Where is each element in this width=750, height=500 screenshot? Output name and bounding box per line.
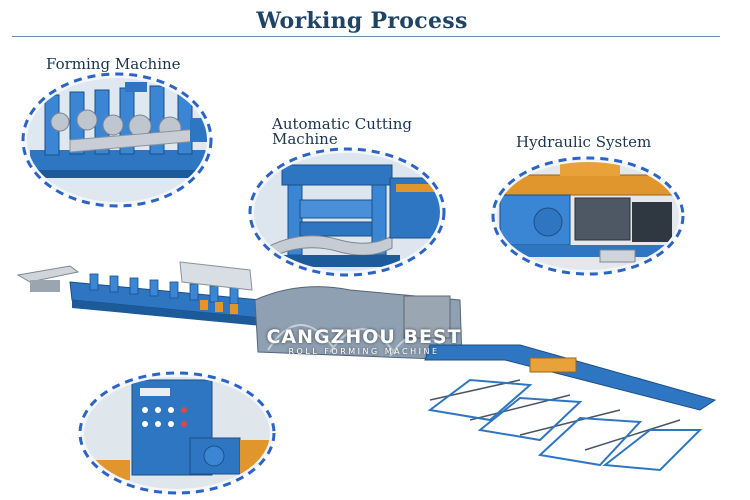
- forming-machine-label: Forming Machine: [46, 55, 181, 73]
- production-line-illustration: [16, 261, 717, 472]
- watermark-tagline: ROLL FORMING MACHINE: [288, 347, 440, 356]
- cutting-machine-label: Automatic Cutting Machine: [272, 115, 412, 148]
- page-title: Working Process: [256, 8, 468, 34]
- hydraulic-system-label: Hydraulic System: [516, 133, 652, 151]
- title-divider: [12, 36, 720, 37]
- cutting-machine-photo: [248, 147, 446, 277]
- control-panel-photo: [78, 371, 276, 495]
- watermark-brand: CANGZHOU BEST: [266, 326, 462, 348]
- hydraulic-system-photo: [491, 156, 685, 276]
- forming-machine-photo: [21, 72, 213, 208]
- brand-watermark: CANGZHOU BEST ROLL FORMING MACHINE: [264, 327, 464, 357]
